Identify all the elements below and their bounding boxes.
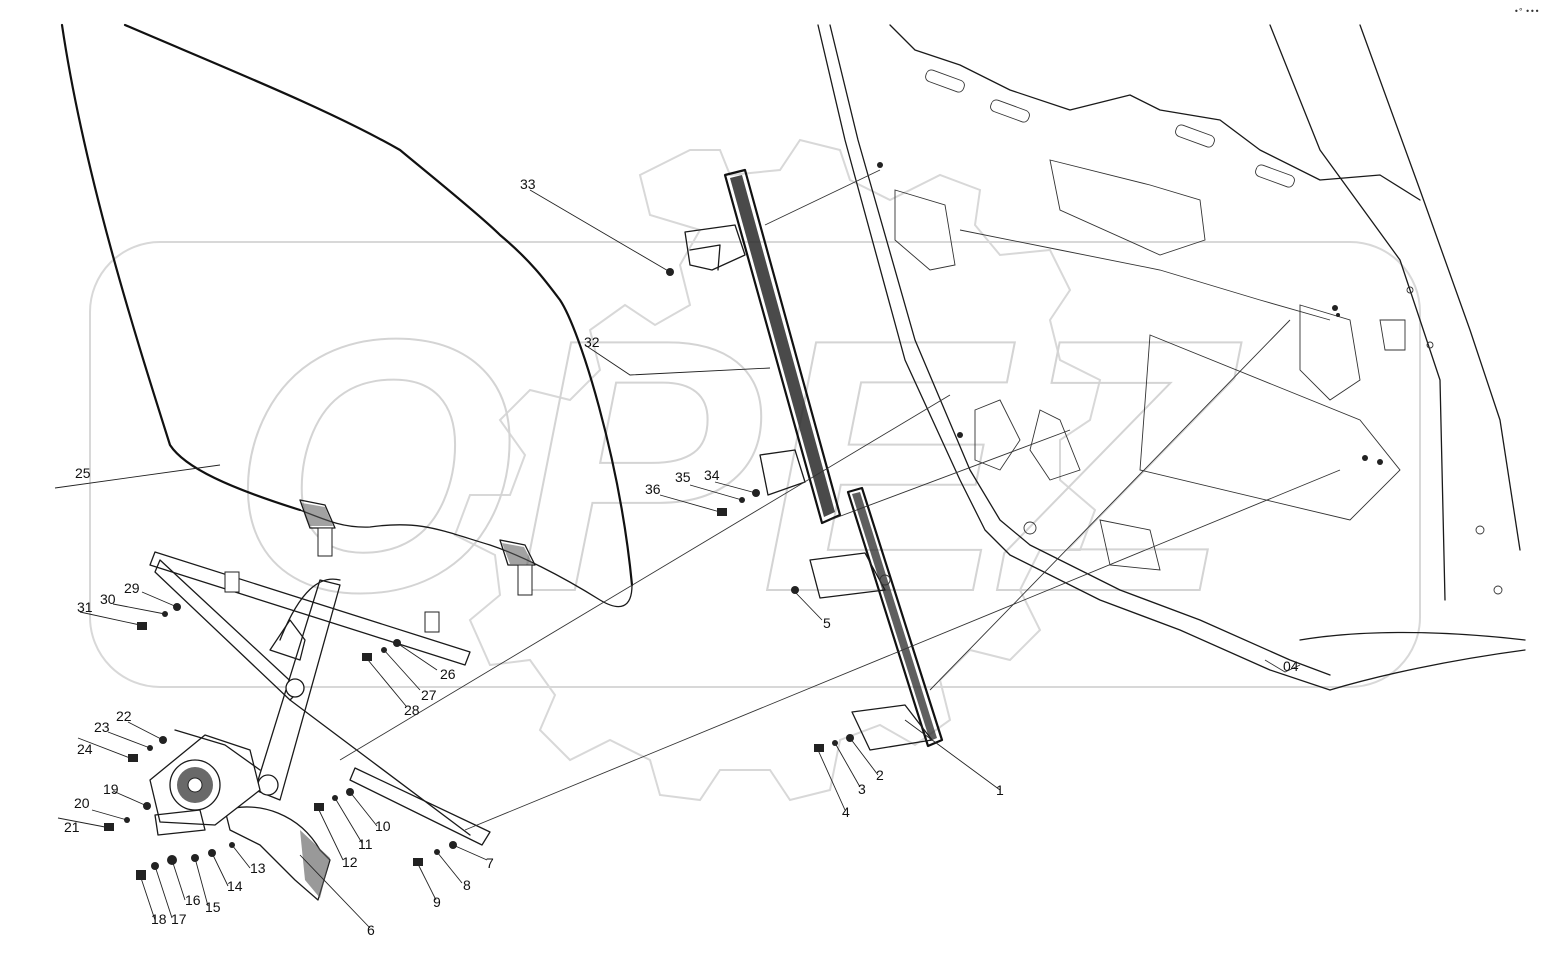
- callout-15: 15: [205, 899, 221, 915]
- watermark: OPEZ: [89, 138, 1421, 802]
- door-inner-panel: 04: [817, 24, 1526, 691]
- callout-13: 13: [250, 860, 266, 876]
- callout-23: 23: [94, 719, 110, 735]
- callout-2: 2: [876, 767, 884, 783]
- callout-14: 14: [227, 878, 243, 894]
- leader-lines: [54, 189, 1001, 929]
- callout-33: 33: [520, 176, 536, 192]
- callout-4: 4: [842, 804, 850, 820]
- callout-27: 27: [421, 687, 437, 703]
- callout-8: 8: [463, 877, 471, 893]
- assembly-lines: [339, 169, 1341, 831]
- corner-mark: •° •••: [1514, 7, 1539, 16]
- callout-22: 22: [116, 708, 132, 724]
- callout-28: 28: [404, 702, 420, 718]
- svg-text:04: 04: [1283, 658, 1299, 674]
- callout-12: 12: [342, 854, 358, 870]
- callout-17: 17: [171, 911, 187, 927]
- regulator-motor: [149, 729, 261, 836]
- callout-16: 16: [185, 892, 201, 908]
- callout-26: 26: [440, 666, 456, 682]
- callout-34: 34: [704, 467, 720, 483]
- callout-32: 32: [584, 334, 600, 350]
- callout-20: 20: [74, 795, 90, 811]
- callout-3: 3: [858, 781, 866, 797]
- callout-5: 5: [823, 615, 831, 631]
- callout-7: 7: [486, 855, 494, 871]
- callout-31: 31: [77, 599, 93, 615]
- callout-9: 9: [433, 894, 441, 910]
- callout-11: 11: [358, 836, 373, 852]
- callout-36: 36: [645, 481, 661, 497]
- callout-10: 10: [375, 818, 391, 834]
- callout-21: 21: [64, 819, 80, 835]
- callout-6: 6: [367, 922, 375, 938]
- callout-1: 1: [996, 782, 1004, 798]
- callout-labels: 1 2 3 4 5 6 7 8 9 10 11 12 13 14 15 16 1…: [64, 176, 1004, 938]
- callout-35: 35: [675, 469, 691, 485]
- callout-24: 24: [77, 741, 93, 757]
- callout-29: 29: [124, 580, 140, 596]
- window-regulator: [149, 551, 491, 901]
- watermark-text: OPEZ: [230, 265, 1247, 667]
- callout-25: 25: [75, 465, 91, 481]
- rear-guide-rail: [666, 168, 842, 525]
- callout-18: 18: [151, 911, 167, 927]
- callout-30: 30: [100, 591, 116, 607]
- watermark-gear: [453, 138, 1102, 802]
- door-glass: [60, 23, 634, 608]
- callout-19: 19: [103, 781, 119, 797]
